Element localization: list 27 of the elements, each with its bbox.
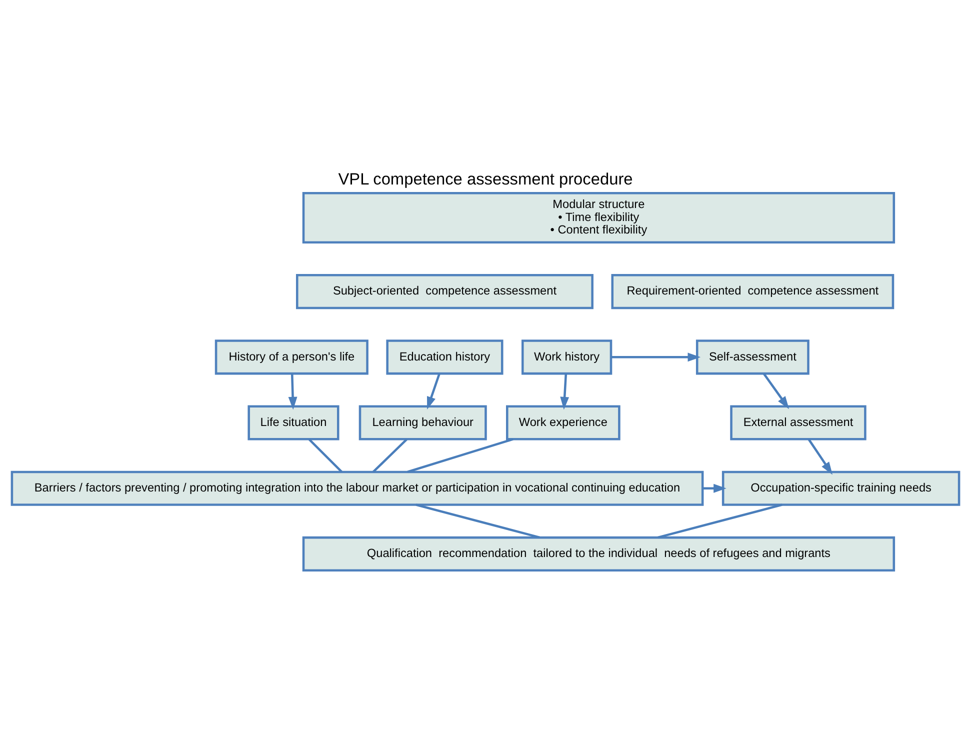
connector: [407, 438, 514, 472]
arrow: [427, 372, 440, 410]
arrow: [288, 373, 298, 410]
node-box: Learning behaviour: [358, 404, 487, 440]
node-box: Self-assessment: [696, 339, 810, 374]
connector: [308, 438, 342, 472]
arrow: [763, 372, 790, 409]
arrow: [611, 352, 701, 362]
node-box: Life situation: [248, 404, 340, 440]
node-box: Requirement-oriented competence assessment: [611, 274, 894, 309]
node-box: Occupation-specific training needs: [722, 470, 960, 506]
arrow: [560, 373, 570, 410]
node-box: History of a person's life: [214, 339, 368, 374]
connector: [416, 503, 540, 538]
diagram-title: VPL competence assessment procedure: [338, 170, 633, 188]
connector: [372, 438, 408, 472]
node-box: Education history: [386, 339, 504, 374]
node-box: Modular structure • Time flexibility • Content flexibility: [302, 192, 896, 243]
connector: [658, 503, 782, 538]
node-box: Work history: [522, 339, 612, 374]
node-box: Subject-oriented competence assessment: [296, 274, 594, 309]
arrow: [808, 438, 833, 474]
node-box: Qualification recommendation tailored to the individual needs of refugees and migrants: [302, 536, 896, 571]
node-box: External assessment: [730, 404, 866, 440]
arrow: [702, 483, 726, 492]
node-box: Work experience: [506, 404, 620, 440]
node-box: Barriers / factors preventing / promoting integration into the labour market or participation in vocational continuing education: [10, 470, 704, 506]
